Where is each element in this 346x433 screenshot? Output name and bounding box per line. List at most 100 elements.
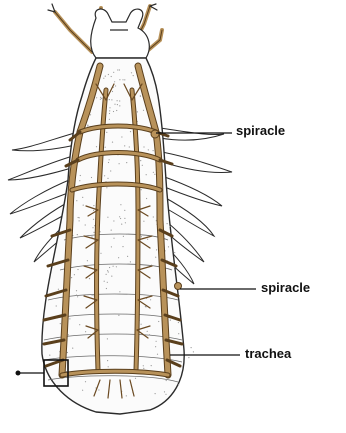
stipple-dot [85, 224, 86, 225]
stipple-dot [107, 217, 108, 218]
stipple-dot [109, 107, 110, 108]
stipple-dot [147, 331, 148, 332]
stipple-dot [166, 380, 167, 381]
head [91, 9, 150, 58]
stipple-dot [87, 125, 88, 126]
stipple-dot [60, 323, 61, 324]
label-spiracle-top: spiracle [236, 123, 285, 138]
stipple-dot [109, 119, 110, 120]
stipple-dot [107, 282, 108, 283]
stipple-dot [79, 217, 80, 218]
stipple-dot [59, 388, 60, 389]
stipple-dot [108, 271, 109, 272]
stipple-dot [108, 162, 109, 163]
label-spiracle-middle: spiracle [261, 280, 310, 295]
stipple-dot [120, 204, 121, 205]
stipple-dot [111, 276, 112, 277]
stipple-dot [93, 232, 94, 233]
stipple-dot [69, 318, 70, 319]
stipple-dot [100, 97, 101, 98]
stipple-dot [80, 175, 81, 176]
stipple-dot [78, 217, 79, 218]
stipple-dot [67, 352, 68, 353]
stipple-dot [100, 99, 101, 100]
stipple-dot [126, 234, 127, 235]
stipple-dot [71, 277, 72, 278]
stipple-dot [85, 331, 86, 332]
stipple-dot [107, 270, 108, 271]
stipple-dot [112, 91, 113, 92]
stipple-dot [118, 257, 119, 258]
stipple-dot [119, 105, 120, 106]
stipple-dot [90, 114, 91, 115]
stipple-dot [143, 221, 144, 222]
stipple-dot [153, 172, 154, 173]
stipple-dot [76, 200, 77, 201]
stipple-dot [79, 180, 80, 181]
stipple-dot [72, 348, 73, 349]
stipple-dot [133, 75, 134, 76]
stipple-dot [178, 333, 179, 334]
stipple-dot [164, 391, 165, 392]
stipple-dot [107, 338, 108, 339]
stipple-dot [77, 296, 78, 297]
stipple-dot [113, 238, 114, 239]
stipple-dot [129, 146, 130, 147]
stipple-dot [114, 81, 115, 82]
stipple-dot [107, 360, 108, 361]
stipple-dot [83, 205, 84, 206]
stipple-dot [91, 236, 92, 237]
stipple-dot [121, 224, 122, 225]
stipple-dot [108, 366, 109, 367]
stipple-dot [140, 95, 141, 96]
stipple-dot [79, 220, 80, 221]
stipple-dot [117, 104, 118, 105]
stipple-dot [56, 305, 57, 306]
stipple-dot [119, 163, 120, 164]
stipple-dot [122, 246, 123, 247]
stipple-dot [140, 160, 141, 161]
stipple-dot [119, 100, 120, 101]
stipple-dot [101, 98, 102, 99]
stipple-dot [104, 175, 105, 176]
stipple-dot [156, 249, 157, 250]
stipple-dot [153, 216, 154, 217]
stipple-dot [155, 346, 156, 347]
stipple-dot [87, 260, 88, 261]
stipple-dot [143, 365, 144, 366]
stipple-dot [89, 278, 90, 279]
stipple-dot [109, 99, 110, 100]
stipple-dot [92, 227, 93, 228]
stipple-dot [105, 147, 106, 148]
stipple-dot [106, 132, 107, 133]
stipple-dot [153, 150, 154, 151]
stipple-dot [111, 246, 112, 247]
stipple-dot [58, 289, 59, 290]
stipple-dot [191, 347, 192, 348]
stipple-dot [115, 85, 116, 86]
stipple-dot [157, 354, 158, 355]
stipple-dot [109, 110, 110, 111]
stipple-dot [124, 218, 125, 219]
stipple-dot [135, 378, 136, 379]
label-trachea: trachea [245, 346, 291, 361]
stipple-dot [106, 288, 107, 289]
stipple-dot [79, 324, 80, 325]
stipple-dot [126, 162, 127, 163]
stipple-dot [107, 178, 108, 179]
stipple-dot [137, 111, 138, 112]
stipple-dot [76, 290, 77, 291]
stipple-dot [143, 110, 144, 111]
stipple-dot [77, 269, 78, 270]
stipple-dot [49, 355, 50, 356]
stipple-dot [121, 136, 122, 137]
stipple-dot [108, 74, 109, 75]
stipple-dot [141, 189, 142, 190]
stipple-dot [169, 226, 170, 227]
stipple-dot [93, 219, 94, 220]
stipple-dot [158, 321, 159, 322]
stipple-dot [96, 97, 97, 98]
stipple-dot [68, 334, 69, 335]
stipple-dot [82, 390, 83, 391]
